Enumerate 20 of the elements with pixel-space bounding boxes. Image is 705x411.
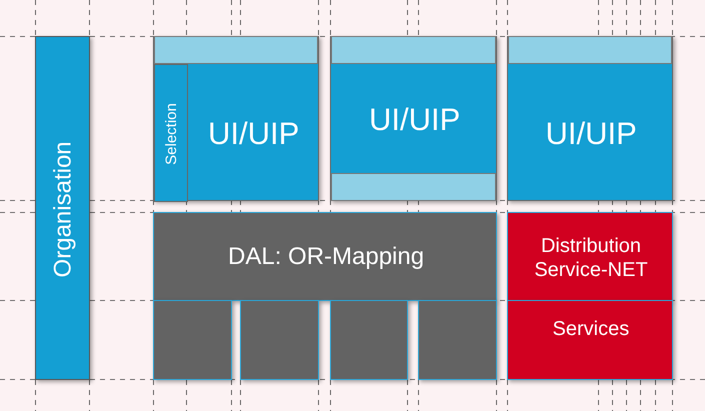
empty-box — [330, 300, 408, 380]
label-text: Organisation — [49, 140, 78, 277]
label-text: Services — [552, 316, 630, 340]
layer-box — [507, 300, 673, 380]
column-bar — [35, 36, 90, 380]
layer-box — [153, 212, 497, 301]
side-panel — [154, 64, 188, 202]
panel — [330, 36, 497, 201]
label-text: UI/UIP — [208, 114, 300, 152]
label-text: Distribution Service-NET — [533, 234, 649, 282]
layer-box — [507, 212, 673, 301]
label-text: UI/UIP — [369, 100, 460, 138]
empty-box — [418, 300, 497, 380]
label-text: DAL: OR-Mapping — [228, 243, 424, 272]
empty-box — [240, 300, 319, 380]
label-text: UI/UIP — [546, 114, 637, 152]
label-text: Selection — [162, 103, 181, 165]
panel — [507, 36, 673, 201]
panel — [153, 36, 319, 201]
empty-box — [153, 300, 232, 380]
